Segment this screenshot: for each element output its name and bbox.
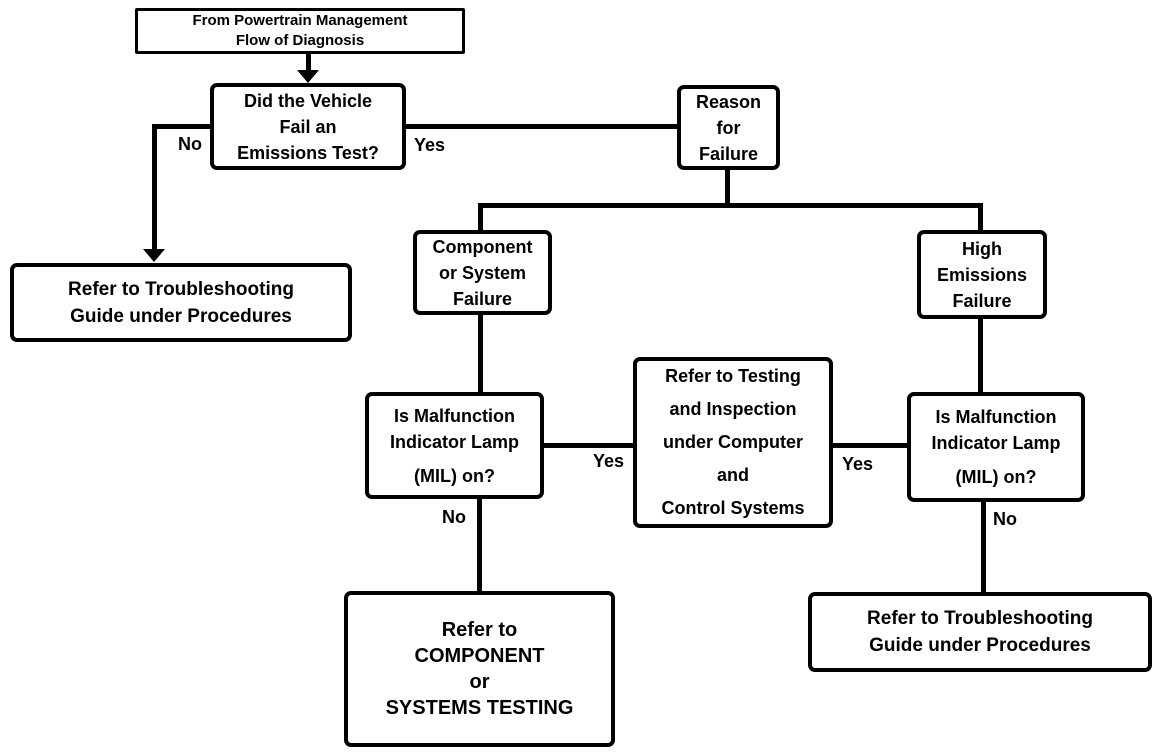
node-text-line: and Inspection [669,399,797,419]
node-text-line: Control Systems [661,498,805,518]
edge-label-yes: Yes [412,135,448,155]
edge-label-no: No [991,509,1019,529]
node-text-line: Is Malfunction [394,405,515,426]
node-high-emissions-failure: High Emissions Failure [917,230,1047,319]
node-text-line: Flow of Diagnosis [235,32,365,49]
edge-question-yes-horizontal [404,124,679,129]
node-component-systems-testing: Refer to COMPONENT or SYSTEMS TESTING [344,591,615,747]
node-text-line: High [962,238,1002,259]
node-text-line: From Powertrain Management [192,12,408,29]
node-refer-testing-inspection: Refer to Testing and Inspection under Co… [633,357,833,528]
edge-mil-left-no [477,497,482,592]
edge-question-no-horizontal [152,124,212,129]
edge-question-no-vertical [152,124,157,251]
edge-high-to-mil-right [978,317,983,394]
edge-start-to-question [306,52,311,76]
node-text-line: Refer to Testing [665,366,801,386]
node-text-line: (MIL) on? [414,465,495,486]
edge-label-no: No [440,507,468,527]
node-text-line: or System [438,262,527,283]
node-emissions-test-question: Did the Vehicle Fail an Emissions Test? [210,83,406,170]
edge-reason-down [725,168,730,206]
node-text-line: Refer to Troubleshooting [867,608,1093,629]
node-text-line: Fail an [279,116,337,137]
node-troubleshooting-guide-right: Refer to Troubleshooting Guide under Pro… [808,592,1152,672]
edge-branch-horizontal [478,203,983,208]
edge-mil-left-yes [542,443,635,448]
node-mil-question-left: Is Malfunction Indicator Lamp (MIL) on? [365,392,544,499]
node-text-line: Refer to Troubleshooting [68,278,294,300]
arrowhead-down-icon [297,70,319,83]
node-text-line: (MIL) on? [955,467,1037,487]
node-text-line: COMPONENT [414,645,545,667]
edge-branch-left-vertical [478,203,483,232]
node-text-line: Failure [952,290,1012,311]
node-text-line: Guide under Procedures [869,635,1091,656]
node-text-line: Guide under Procedures [70,305,292,327]
node-reason-for-failure: Reason for Failure [677,85,780,170]
node-text-line: Failure [452,288,513,309]
node-text-line: or [469,671,490,693]
edge-label-yes: Yes [591,451,627,471]
node-troubleshooting-guide-left: Refer to Troubleshooting Guide under Pro… [10,263,352,342]
node-text-line: Component [432,236,533,257]
arrowhead-down-icon [143,249,165,262]
edge-label-no: No [176,134,204,154]
node-text-line: Indicator Lamp [389,431,519,452]
edge-mil-right-yes [831,443,909,448]
node-text-line: for [716,117,741,138]
node-text-line: Reason [695,91,762,112]
node-text-line: and [716,465,749,485]
node-text-line: Indicator Lamp [931,433,1061,453]
node-start: From Powertrain Management Flow of Diagn… [135,8,465,54]
node-text-line: Did the Vehicle [243,90,373,111]
node-mil-question-right: Is Malfunction Indicator Lamp (MIL) on? [907,392,1085,502]
node-text-line: Emissions Test? [237,142,379,163]
node-text-line: under Computer [662,432,803,452]
node-component-or-system-failure: Component or System Failure [413,230,552,315]
node-text-line: Refer to [441,619,518,641]
edge-branch-right-vertical [978,203,983,232]
node-text-line: SYSTEMS TESTING [385,697,574,719]
edge-component-to-mil-left [478,313,483,394]
node-text-line: Is Malfunction [935,407,1057,427]
edge-mil-right-no [981,500,986,593]
node-text-line: Emissions [936,264,1028,285]
edge-label-yes: Yes [840,454,876,474]
node-text-line: Failure [698,143,759,164]
